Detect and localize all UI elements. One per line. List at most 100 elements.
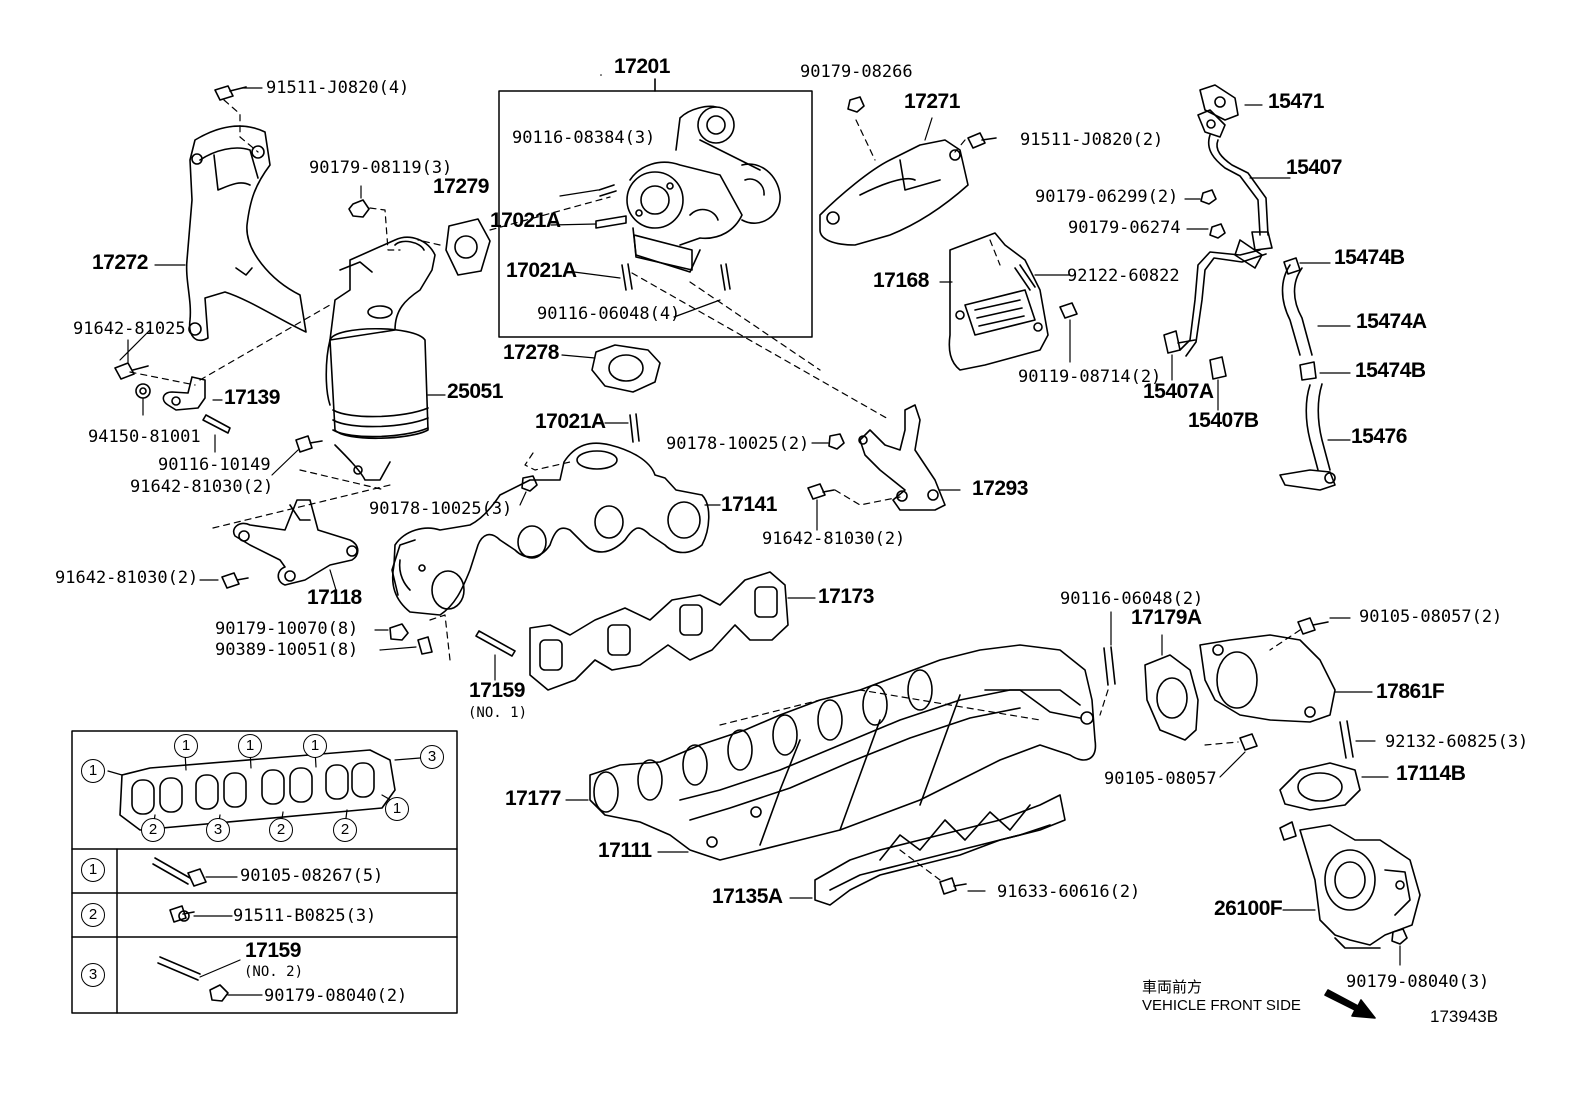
label-15407[interactable]: 15407: [1286, 156, 1342, 179]
label-90179-10070[interactable]: 90179-10070(8): [215, 619, 359, 639]
callout-3: 3: [206, 818, 230, 842]
label-92122-60822[interactable]: 92122-60822: [1067, 266, 1180, 286]
callout-1: 1: [174, 734, 198, 758]
heat-insulator-17271: [819, 139, 969, 246]
label-17159-no1: (NO. 1): [468, 705, 528, 721]
label-15471[interactable]: 15471: [1268, 90, 1324, 113]
label-90105-08057-2[interactable]: 90105-08057(2): [1359, 607, 1503, 627]
label-90119-08714[interactable]: 90119-08714(2): [1018, 367, 1162, 387]
legend-row-3-key: 3: [81, 963, 105, 987]
label-90178-10025-3[interactable]: 90178-10025(3): [369, 499, 513, 519]
label-90116-10149[interactable]: 90116-10149: [158, 455, 271, 475]
label-17021A-2[interactable]: 17021A: [506, 259, 577, 282]
label-17118[interactable]: 17118: [307, 586, 362, 609]
label-91511-J0820-2[interactable]: 91511-J0820(2): [1020, 130, 1164, 150]
label-90179-06299[interactable]: 90179-06299(2): [1035, 187, 1179, 207]
label-17021A-1[interactable]: 17021A: [490, 209, 561, 232]
label-90389-10051[interactable]: 90389-10051(8): [215, 640, 359, 660]
label-90116-08384[interactable]: 90116-08384(3): [512, 128, 656, 148]
label-90178-10025-2[interactable]: 90178-10025(2): [666, 434, 810, 454]
gasket-17179A: [1144, 654, 1199, 741]
label-17179A[interactable]: 17179A: [1131, 606, 1202, 629]
callout-2: 2: [269, 818, 293, 842]
gasket-17114B: [1279, 762, 1361, 811]
heat-shield-17272: [185, 125, 307, 342]
turbo-studs: [595, 184, 731, 291]
label-15407A[interactable]: 15407A: [1143, 380, 1214, 403]
legend-row-2-part[interactable]: 91511-B0825(3): [233, 906, 377, 926]
label-15407B[interactable]: 15407B: [1188, 409, 1259, 432]
label-90105-08057[interactable]: 90105-08057: [1104, 769, 1217, 789]
gasket-17173: [529, 571, 789, 691]
label-91511-J0820-4[interactable]: 91511-J0820(4): [266, 78, 410, 98]
callout-1: 1: [238, 734, 262, 758]
label-17293[interactable]: 17293: [972, 477, 1028, 500]
legend-row-3-part-a[interactable]: 17159: [245, 939, 301, 962]
label-17139[interactable]: 17139: [224, 386, 280, 409]
heat-insulator-17168: [948, 232, 1049, 371]
legend-row-3-note: (NO. 2): [244, 964, 304, 980]
label-15476[interactable]: 15476: [1351, 425, 1407, 448]
label-92132-60825[interactable]: 92132-60825(3): [1385, 732, 1529, 752]
label-90179-08266[interactable]: 90179-08266: [800, 62, 913, 82]
label-15474B-2[interactable]: 15474B: [1355, 359, 1426, 382]
turbocharger-17201: [626, 105, 781, 273]
callout-1: 1: [81, 759, 105, 783]
label-17177[interactable]: 17177: [505, 787, 561, 810]
oil-pipe-group: [1179, 84, 1336, 491]
label-91642-81025[interactable]: 91642-81025: [73, 319, 186, 339]
front-side-en: VEHICLE FRONT SIDE: [1142, 997, 1301, 1014]
callout-1: 1: [303, 734, 327, 758]
gasket-17279: [445, 218, 491, 276]
bracket-17118: [232, 499, 359, 586]
bracket-17293: [858, 404, 946, 511]
label-17111[interactable]: 17111: [598, 839, 652, 862]
label-17271[interactable]: 17271: [904, 90, 960, 113]
legend-row-2-key: 2: [81, 903, 105, 927]
throttle-body-26100F: [1279, 821, 1421, 949]
label-91642-81030-b[interactable]: 91642-81030(2): [762, 529, 906, 549]
label-17168[interactable]: 17168: [873, 269, 929, 292]
label-17021A-3[interactable]: 17021A: [535, 410, 606, 433]
label-90179-08040-3[interactable]: 90179-08040(3): [1346, 972, 1490, 992]
gasket-17278: [591, 344, 661, 393]
front-arrow-icon: [1324, 989, 1376, 1019]
bracket-17135A: [814, 794, 1066, 906]
label-17173[interactable]: 17173: [818, 585, 874, 608]
label-17272[interactable]: 17272: [92, 251, 148, 274]
legend-row-1-part[interactable]: 90105-08267(5): [240, 866, 384, 886]
legend-row-1-key: 1: [81, 858, 105, 882]
legend-row-3-part-b[interactable]: 90179-08040(2): [264, 986, 408, 1006]
front-side-cn: 車両前方: [1142, 978, 1203, 996]
legend-box: [71, 730, 458, 1014]
label-90179-08119[interactable]: 90179-08119(3): [309, 158, 453, 178]
label-91642-81030-c[interactable]: 91642-81030(2): [55, 568, 199, 588]
label-17861F[interactable]: 17861F: [1376, 680, 1445, 703]
label-90116-06048-2[interactable]: 90116-06048(2): [1060, 589, 1204, 609]
label-90116-06048-4[interactable]: 90116-06048(4): [537, 304, 681, 324]
label-17279[interactable]: 17279: [433, 175, 489, 198]
catalytic-converter-25051: [325, 236, 436, 481]
label-26100F[interactable]: 26100F: [1214, 897, 1283, 920]
label-17159[interactable]: 17159: [469, 679, 525, 702]
label-94150-81001[interactable]: 94150-81001: [88, 427, 201, 447]
label-91642-81030-a[interactable]: 91642-81030(2): [130, 477, 274, 497]
label-17278[interactable]: 17278: [503, 341, 559, 364]
label-17135A[interactable]: 17135A: [712, 885, 783, 908]
label-17141[interactable]: 17141: [721, 493, 777, 516]
label-15474B-1[interactable]: 15474B: [1334, 246, 1405, 269]
label-91633-60616[interactable]: 91633-60616(2): [997, 882, 1141, 902]
flange-17861F: [1199, 634, 1336, 723]
callout-2: 2: [333, 818, 357, 842]
callout-1: 1: [385, 797, 409, 821]
label-17114B[interactable]: 17114B: [1396, 762, 1466, 785]
callout-3: 3: [420, 745, 444, 769]
label-25051[interactable]: 25051: [447, 380, 503, 403]
label-90179-06274[interactable]: 90179-06274: [1068, 218, 1181, 238]
exhaust-manifold-17141: [391, 442, 710, 616]
illustration-code: 173943B: [1430, 1007, 1499, 1026]
label-15474A[interactable]: 15474A: [1356, 310, 1427, 333]
label-17201[interactable]: 17201: [614, 55, 670, 78]
intake-manifold-17111: [589, 644, 1097, 861]
